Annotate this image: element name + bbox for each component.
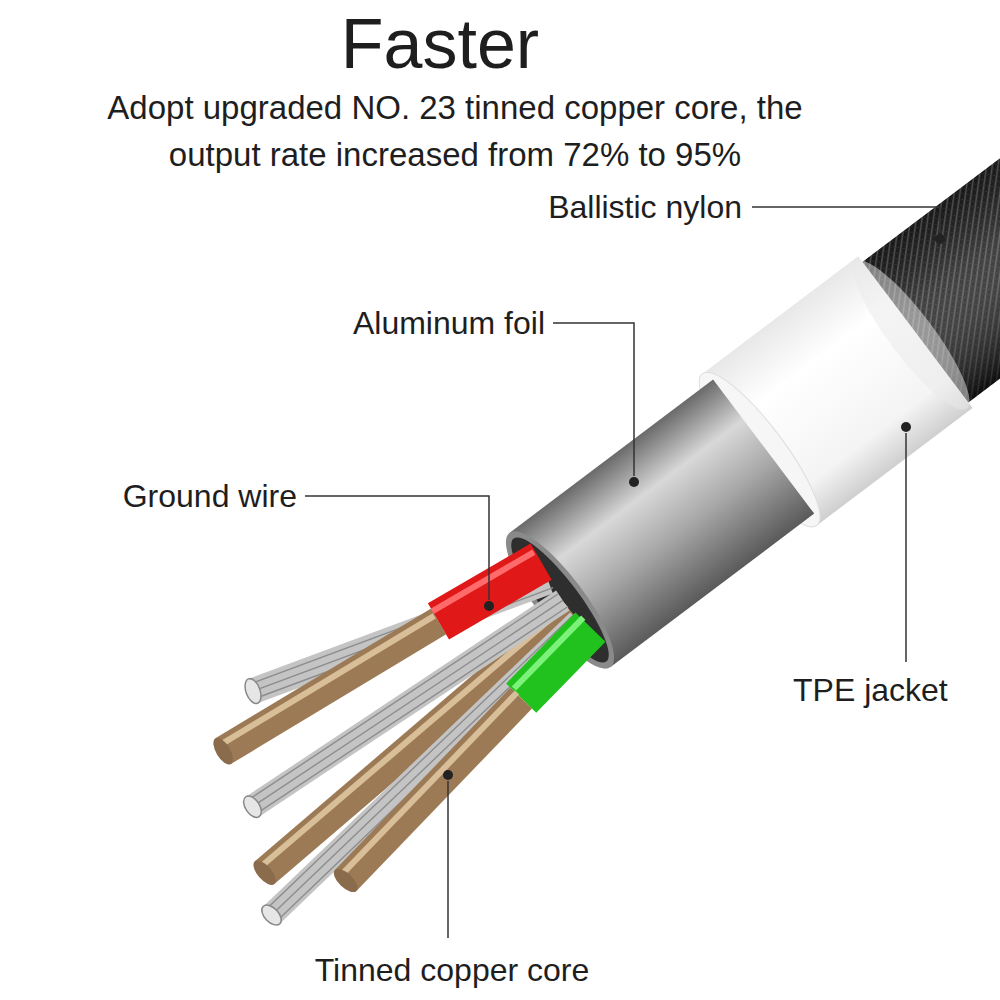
title: Faster [341, 2, 539, 86]
leader-lines [305, 207, 940, 938]
part-label: Tinned copper core [315, 951, 590, 989]
part-label: TPE jacket [793, 671, 948, 709]
part-label: Ground wire [123, 477, 297, 515]
part-label: Ballistic nylon [548, 188, 742, 226]
subtitle: Adopt upgraded NO. 23 tinned copper core… [85, 84, 825, 178]
part-label: Aluminum foil [353, 304, 545, 342]
